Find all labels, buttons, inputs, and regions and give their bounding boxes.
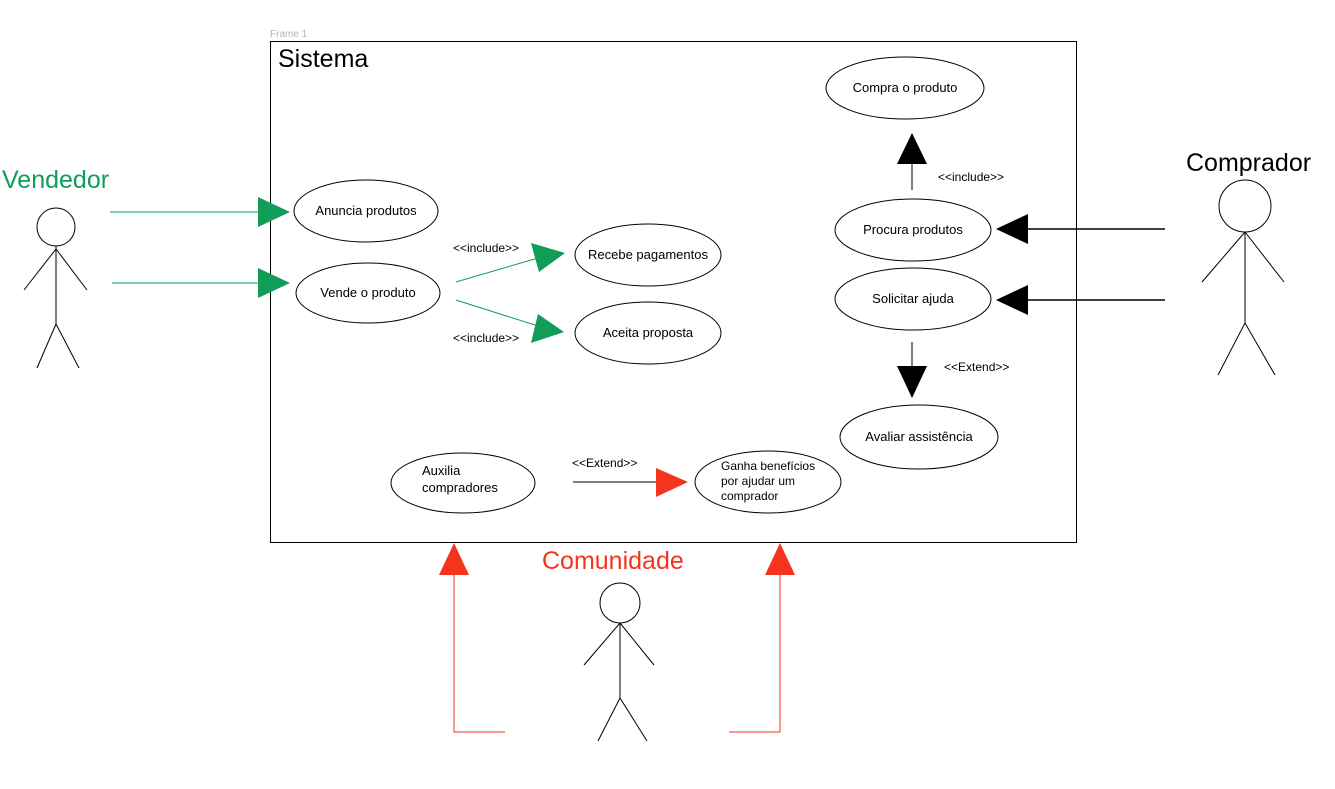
association-vendedor-vende [112, 268, 290, 298]
extend-solicitar-avaliar [897, 342, 927, 398]
include-vende-recebe [455, 243, 565, 283]
use-case-auxilia-compradores[interactable]: Auxilia compradores [390, 452, 536, 514]
use-case-recebe-pagamentos[interactable]: Recebe pagamentos [574, 223, 722, 287]
stick-figure-icon [583, 582, 655, 742]
use-case-label-line2: por ajudar um [721, 474, 795, 488]
use-case-procura-produtos[interactable]: Procura produtos [834, 198, 992, 262]
include-label-recebe: <<include>> [453, 241, 519, 255]
include-label-compra: <<include>> [938, 170, 1004, 184]
extend-auxilia-ganha [573, 468, 688, 497]
use-case-compra-o-produto[interactable]: Compra o produto [825, 56, 985, 120]
use-case-aceita-proposta[interactable]: Aceita proposta [574, 301, 722, 365]
use-case-label: Vende o produto [320, 285, 415, 300]
include-procura-compra [897, 133, 927, 190]
actor-comunidade[interactable]: Comunidade [542, 547, 684, 742]
use-case-avaliar-assistencia[interactable]: Avaliar assistência [839, 404, 999, 470]
use-case-ganha-beneficios[interactable]: Ganha benefícios por ajudar um comprador [694, 450, 842, 514]
use-case-label: Anuncia produtos [315, 203, 417, 218]
use-case-anuncia-produtos[interactable]: Anuncia produtos [293, 179, 439, 243]
association-comunidade-auxilia [439, 543, 505, 733]
association-comunidade-ganha [729, 543, 795, 733]
use-case-label: Avaliar assistência [865, 429, 973, 444]
use-case-label-line2: compradores [422, 480, 498, 495]
use-case-label-line3: comprador [721, 489, 778, 503]
use-case-label: Recebe pagamentos [588, 247, 708, 262]
actor-vendedor[interactable]: Vendedor [2, 166, 109, 369]
extend-label-ganha: <<Extend>> [572, 456, 637, 470]
actor-label: Vendedor [2, 166, 109, 194]
stick-figure-icon [1201, 179, 1285, 376]
use-case-vende-o-produto[interactable]: Vende o produto [295, 262, 441, 324]
use-case-label-line1: Ganha benefícios [721, 459, 815, 473]
use-case-label: Aceita proposta [603, 325, 694, 340]
include-vende-aceita [455, 299, 564, 343]
association-vendedor-anuncia [110, 197, 290, 227]
use-case-solicitar-ajuda[interactable]: Solicitar ajuda [834, 267, 992, 331]
stick-figure-icon [23, 207, 88, 369]
use-case-label-line1: Auxilia [422, 463, 461, 478]
system-title: Sistema [278, 45, 368, 73]
actor-label: Comunidade [542, 547, 684, 575]
use-case-label: Solicitar ajuda [872, 291, 954, 306]
use-case-label: Compra o produto [853, 80, 958, 95]
association-comprador-procura [996, 214, 1165, 244]
include-label-aceita: <<include>> [453, 331, 519, 345]
actor-comprador[interactable]: Comprador [1186, 149, 1311, 376]
frame-label: Frame 1 [270, 29, 308, 40]
use-case-label: Procura produtos [863, 222, 963, 237]
actor-label: Comprador [1186, 149, 1311, 177]
extend-label-avaliar: <<Extend>> [944, 360, 1009, 374]
association-comprador-solicitar [996, 285, 1165, 315]
